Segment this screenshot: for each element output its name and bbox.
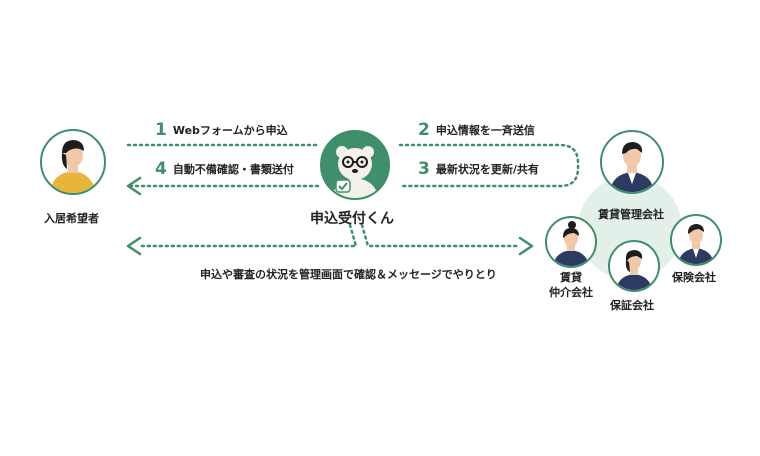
management-label: 賃貸管理会社 <box>598 208 664 221</box>
agency-avatar <box>545 216 597 268</box>
applicant-avatar <box>40 129 106 195</box>
guarantee-avatar <box>608 240 660 292</box>
bottom-note: 申込や審査の状況を管理画面で確認＆メッセージでやりとり <box>200 268 497 281</box>
step-2-text: 申込情報を一斉送信 <box>435 124 535 137</box>
agency-label-line1: 賃貸 <box>560 271 582 284</box>
check-icon <box>338 182 348 191</box>
step-4: 4 自動不備確認・書類送付 <box>155 159 294 179</box>
step-3: 3 最新状況を更新/共有 <box>418 159 539 179</box>
person-icon <box>553 221 589 266</box>
insurance-label: 保険会社 <box>672 271 716 284</box>
management-avatar <box>600 130 664 194</box>
agency-label-line2: 仲介会社 <box>549 286 593 299</box>
step-2-number: 2 <box>418 120 430 140</box>
bear-mascot-icon <box>332 146 378 198</box>
applicant-label: 入居希望者 <box>44 212 99 225</box>
person-icon <box>610 142 654 192</box>
step-3-number: 3 <box>418 159 430 179</box>
arrow-bottom-left <box>140 223 358 248</box>
arrowhead-bottom-right <box>518 236 534 256</box>
arrow-steps-2-3-loop <box>398 143 580 188</box>
step-2: 2 申込情報を一斉送信 <box>418 120 535 140</box>
step-4-number: 4 <box>155 159 167 179</box>
arrowhead-bottom-left <box>126 236 142 256</box>
service-title: 申込受付くん <box>310 211 394 227</box>
insurance-avatar <box>670 214 722 266</box>
step-1: 1 Webフォームから申込 <box>155 120 288 140</box>
step-4-text: 自動不備確認・書類送付 <box>172 163 294 176</box>
person-icon <box>616 250 652 290</box>
person-icon <box>678 224 714 264</box>
arrowhead-step-4 <box>126 176 142 196</box>
guarantee-label: 保証会社 <box>610 299 654 312</box>
agency-label: 賃貸 仲介会社 <box>544 270 598 300</box>
step-1-text: Webフォームから申込 <box>172 124 288 137</box>
step-3-text: 最新状況を更新/共有 <box>435 163 539 176</box>
arrow-bottom-right <box>360 223 522 248</box>
person-icon <box>50 140 96 193</box>
step-1-number: 1 <box>155 120 167 140</box>
service-mascot <box>320 130 390 200</box>
